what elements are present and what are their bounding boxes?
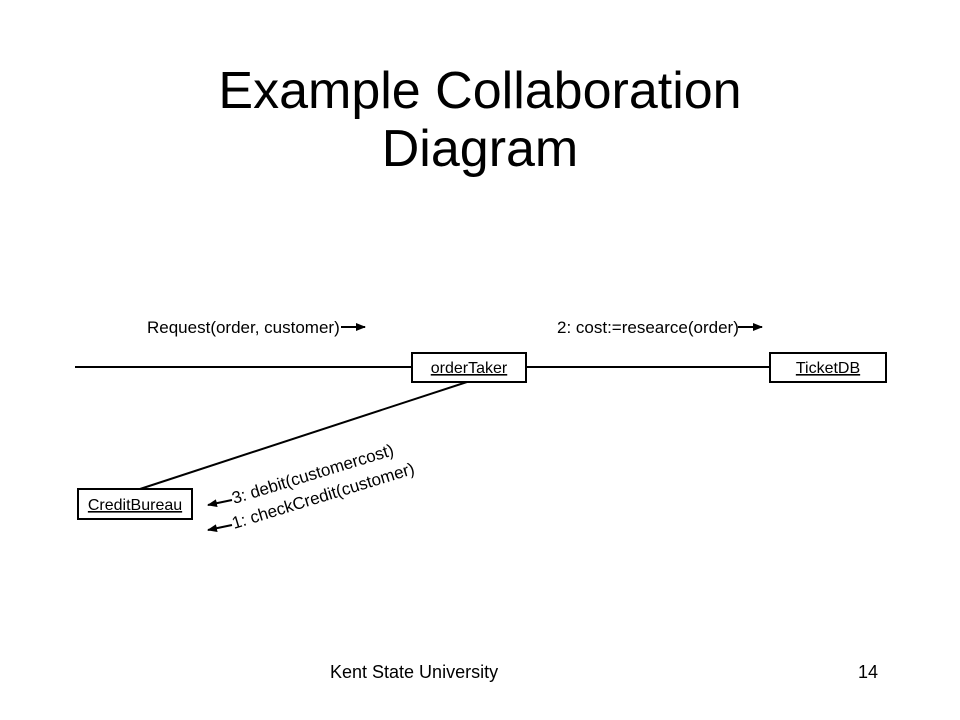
footer-institution: Kent State University	[330, 662, 499, 682]
object-creditbureau: CreditBureau	[77, 488, 193, 520]
object-creditbureau-label: CreditBureau	[88, 497, 182, 514]
message-request-label: Request(order, customer)	[147, 318, 340, 337]
footer-page-number: 14	[858, 662, 879, 682]
message-debit-arrow	[207, 499, 233, 508]
object-ticketdb: TicketDB	[769, 352, 887, 383]
object-ordertaker-label: orderTaker	[431, 360, 508, 377]
slide-title-line-1: Example Collaboration	[218, 62, 742, 120]
slide-title-line-2: Diagram	[381, 120, 579, 178]
message-research-label: 2: cost:=researce(order)	[557, 318, 739, 337]
slide-title: Example Collaboration Diagram	[0, 62, 960, 178]
message-research: 2: cost:=researce(order)	[557, 318, 763, 337]
object-ticketdb-label: TicketDB	[796, 360, 860, 377]
message-request: Request(order, customer)	[147, 318, 366, 337]
object-ordertaker: orderTaker	[411, 352, 527, 383]
message-check-credit-arrow	[207, 524, 233, 533]
link-ordertaker-to-creditbureau	[139, 380, 471, 490]
